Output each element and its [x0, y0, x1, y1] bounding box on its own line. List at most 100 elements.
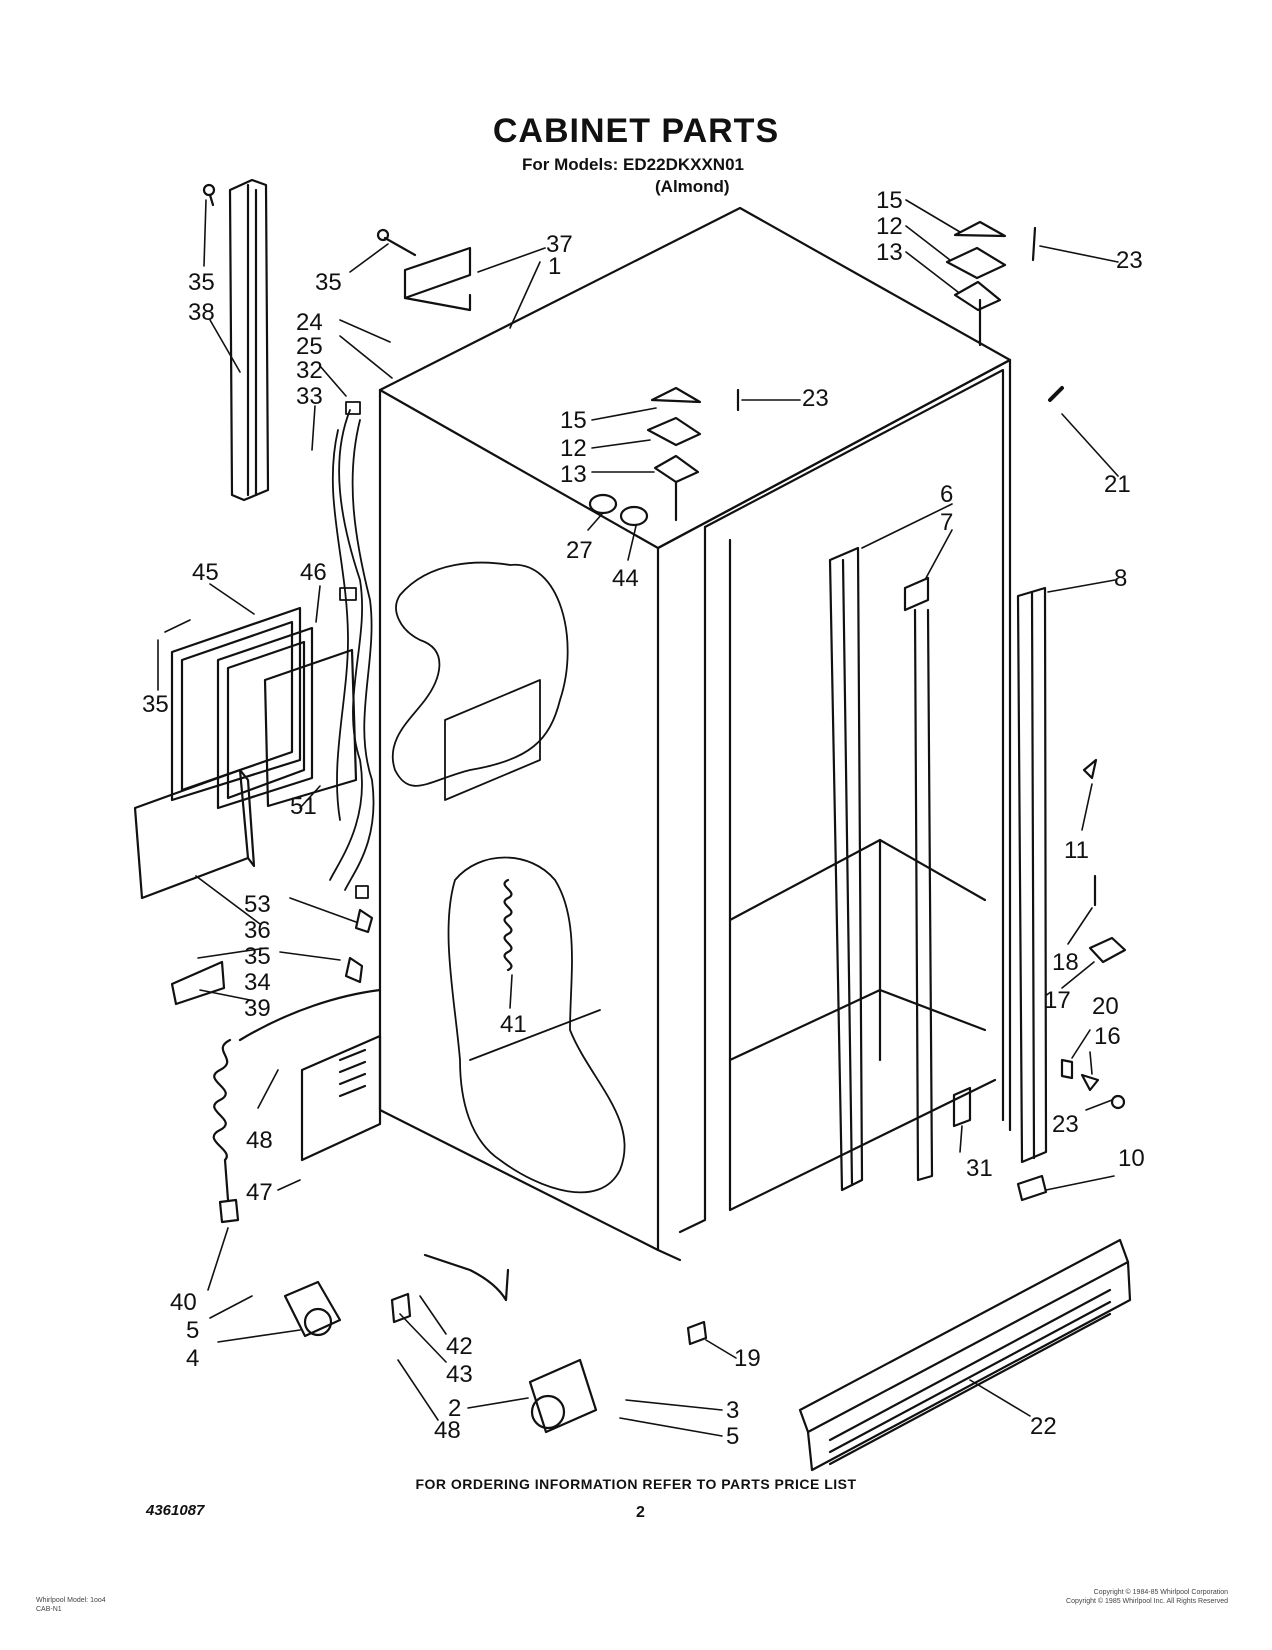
page-title: CABINET PARTS	[492, 112, 780, 150]
small-print-left-line2: CAB-N1	[36, 1606, 62, 1613]
part-53	[354, 908, 374, 934]
center-strip-6	[828, 546, 864, 1192]
callout-38: 38	[188, 299, 215, 326]
callout-24: 24	[296, 309, 323, 336]
panel-36	[133, 768, 256, 900]
bracket-39	[170, 960, 226, 1006]
left-strip-38	[202, 178, 270, 502]
grille-22	[798, 1238, 1132, 1472]
hinge-stack-center	[646, 386, 740, 522]
callout-18: 18	[1052, 949, 1079, 976]
part-20-16-23	[1060, 1058, 1126, 1110]
callout-5: 5	[186, 1317, 199, 1344]
callout-19: 19	[734, 1345, 761, 1372]
callout-8: 8	[1114, 565, 1127, 592]
callout-21: 21	[1104, 471, 1131, 498]
small-print-right-line1: Copyright © 1984-85 Whirlpool Corporatio…	[1093, 1589, 1228, 1596]
callout-35: 35	[142, 691, 169, 718]
callout-23: 23	[802, 385, 829, 412]
cabinet-shell	[378, 206, 1012, 1262]
panel-47	[300, 1034, 382, 1162]
callout-2: 2	[448, 1395, 461, 1422]
ordering-note: FOR ORDERING INFORMATION REFER TO PARTS …	[415, 1476, 857, 1492]
callout-22: 22	[1030, 1413, 1057, 1440]
callout-43: 43	[446, 1361, 473, 1388]
spring-41	[503, 878, 513, 972]
top-bracket-37	[376, 228, 472, 312]
filter-51	[263, 648, 358, 808]
callout-labels: 35 38 35 37 1 24 25 32 33 15 12 13 23 15…	[142, 187, 1145, 1450]
leader-lines	[157, 199, 1119, 1437]
part-10	[1016, 1174, 1048, 1202]
callout-3: 3	[726, 1397, 739, 1424]
callout-35: 35	[315, 269, 342, 296]
callout-15: 15	[876, 187, 903, 214]
roller-2	[528, 1358, 598, 1434]
plug-27	[588, 493, 618, 515]
frame-46	[216, 626, 314, 810]
callout-36: 36	[244, 917, 271, 944]
callout-31: 31	[966, 1155, 993, 1182]
mullion-7	[903, 576, 934, 1182]
small-print-right: Copyright © 1984-85 Whirlpool Corporatio…	[1066, 1588, 1228, 1606]
callout-48: 48	[434, 1417, 461, 1444]
callout-48: 48	[246, 1127, 273, 1154]
callout-47: 47	[246, 1179, 273, 1206]
clip-21	[1048, 386, 1064, 402]
hinge-stack-upper-right	[945, 220, 1037, 347]
callout-45: 45	[192, 559, 219, 586]
callout-25: 25	[296, 333, 323, 360]
wiring-harness	[329, 401, 375, 899]
callout-11: 11	[1064, 837, 1089, 864]
small-print-right-line2: Copyright © 1985 Whirlpool Inc. All Righ…	[1066, 1598, 1228, 1605]
page-number: 2	[636, 1504, 645, 1521]
callout-41: 41	[500, 1011, 527, 1038]
callout-53: 53	[244, 891, 271, 918]
doc-number: 4361087	[146, 1502, 205, 1519]
plug-44	[619, 505, 649, 527]
callout-16: 16	[1094, 1023, 1121, 1050]
clip-19	[686, 1320, 708, 1346]
callout-33: 33	[296, 383, 323, 410]
callout-42: 42	[446, 1333, 473, 1360]
callout-7: 7	[940, 509, 953, 536]
right-strip-8	[1016, 586, 1048, 1164]
small-print-left-line1: Whirlpool Model: 1oo4	[36, 1597, 106, 1604]
color-line: (Almond)	[655, 177, 730, 196]
callout-1: 1	[548, 253, 561, 280]
callout-35: 35	[244, 943, 271, 970]
tube-42	[390, 1253, 510, 1324]
part-18-17	[1088, 874, 1127, 964]
insulation-cutaways	[391, 561, 626, 1194]
callout-37: 37	[546, 231, 573, 258]
part-11	[1082, 758, 1098, 780]
callout-17: 17	[1044, 987, 1071, 1014]
callout-12: 12	[560, 435, 587, 462]
callout-13: 13	[560, 461, 587, 488]
frame-45	[170, 606, 302, 802]
callout-12: 12	[876, 213, 903, 240]
small-print-left: Whirlpool Model: 1oo4 CAB-N1	[36, 1596, 106, 1614]
callout-23: 23	[1116, 247, 1143, 274]
callout-27: 27	[566, 537, 593, 564]
model-line: For Models: ED22DKXXN01	[522, 155, 744, 174]
roller-4	[283, 1280, 342, 1338]
callout-20: 20	[1092, 993, 1119, 1020]
callout-40: 40	[170, 1289, 197, 1316]
callout-4: 4	[186, 1345, 199, 1372]
callout-32: 32	[296, 357, 323, 384]
callout-13: 13	[876, 239, 903, 266]
part-31	[952, 1086, 972, 1128]
callout-35: 35	[188, 269, 215, 296]
power-cord-40	[212, 988, 382, 1224]
callout-44: 44	[612, 565, 639, 592]
callout-5: 5	[726, 1423, 739, 1450]
callout-51: 51	[290, 793, 317, 820]
callout-39: 39	[244, 995, 271, 1022]
callout-10: 10	[1118, 1145, 1145, 1172]
callout-6: 6	[940, 481, 953, 508]
callout-34: 34	[244, 969, 271, 996]
callout-15: 15	[560, 407, 587, 434]
callout-23: 23	[1052, 1111, 1079, 1138]
